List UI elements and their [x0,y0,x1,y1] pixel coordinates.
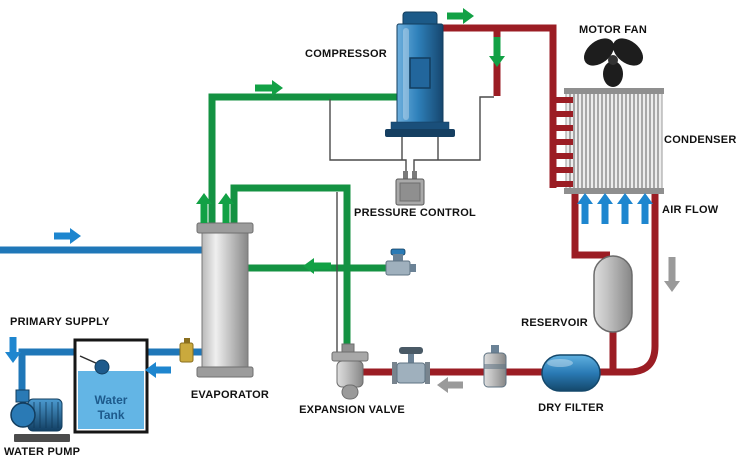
tank-wall [73,338,149,434]
high-pressure-capillary [413,96,494,179]
label-motor-fan: MOTOR FAN [578,24,648,36]
motor-fan [583,38,644,87]
fan-blade-left [583,38,615,66]
condenser-to-reservoir-pipe [571,188,610,259]
fan-blade-right [612,38,644,66]
water-tank-label: Water Tank [78,393,144,423]
label-expansion-valve: EXPANSION VALVE [299,404,405,416]
reservoir-vessel [593,255,633,333]
fitting-tab [184,338,190,345]
label-dry-filter: DRY FILTER [538,402,604,414]
water-pump [10,389,70,442]
label-compressor: COMPRESSOR [305,48,387,60]
flow-arrow-down-reservoir [664,257,680,292]
pressure-control [395,171,425,206]
liquid-flow-arrows-gray [437,257,680,393]
capillary-lines [329,96,494,353]
label-pressure-control: PRESSURE CONTROL [354,207,476,219]
expansion-valve-bottom [341,384,359,400]
float-ball [94,359,110,375]
flow-arrow-down-water [5,337,21,363]
tank-water [78,371,144,429]
pressure-control-face [399,182,421,202]
pump-base [14,434,70,442]
refrigerant-flow-arrows-green [196,8,505,274]
dry-filter-shell [541,354,601,392]
compressor [385,11,455,137]
service-valve [385,248,416,276]
compressor-highlight [403,28,409,120]
sight-glass-stem [491,345,499,355]
condenser [564,88,664,194]
tank-to-pump-pipe [18,348,78,392]
water-tank-label-line1: Water [94,393,128,407]
water-tank [73,338,149,434]
flow-arrow-up-evaporator-2 [218,193,234,223]
valve-flange-left [392,362,397,384]
expansion-valve-body [336,360,364,388]
discharge-pipe [441,24,557,188]
dry-filter [541,354,601,392]
compressor-base-lower [385,129,455,137]
service-valve-port [410,264,416,272]
expansion-valve [331,343,369,400]
label-condenser: CONDENSER [664,134,737,146]
condenser-bottom-bar [564,188,664,194]
pump-head [10,402,36,428]
water-line-fitting [179,338,194,363]
air-flow-arrow-3 [617,193,633,224]
label-reservoir: RESERVOIR [521,317,588,329]
dry-filter-highlight [547,359,573,367]
compressor-base-upper [390,121,450,131]
valve-body [396,362,426,384]
flow-arrow-up-evaporator-1 [196,193,212,223]
water-air-flow-arrows-blue [5,193,653,378]
float-arm [79,355,99,365]
expansion-valve-flange [331,351,369,362]
suction-pipe [208,93,399,226]
flow-arrow-down-discharge [489,37,505,67]
flow-arrow-right-suction [255,80,283,96]
pressure-control-stub-left [403,171,408,180]
label-air-flow: AIR FLOW [662,204,719,216]
evaporator [196,222,254,378]
label-water-pump: WATER PUMP [4,446,81,458]
valve-handle [399,347,423,354]
fan-blade-bottom [603,61,623,87]
air-flow-arrow-2 [597,193,613,224]
air-flow-arrow-4 [637,193,653,224]
sight-glass [483,345,507,388]
service-valve-body [385,260,411,276]
water-tank-label-line2: Tank [97,408,125,422]
evaporator-top-flange [196,222,254,234]
flow-arrow-right-water-inlet [54,228,81,244]
liquid-line-valve [392,347,430,384]
fitting-body [179,342,194,363]
valve-stem [408,352,414,365]
condenser-coil [550,97,573,187]
refrigerant-hot-pipes [362,24,659,376]
pressure-control-stub-right [412,171,417,180]
flow-arrow-left-liquid-line [437,377,463,393]
sight-glass-band [484,364,506,369]
pump-inlet [15,389,30,403]
fan-hub [608,55,618,65]
flow-arrow-left-liquid [303,258,331,274]
label-evaporator: EVAPORATOR [190,389,270,401]
evaporator-body [201,232,249,370]
valve-flange-right [425,362,430,384]
compressor-plate [409,57,431,89]
flow-arrow-right-discharge [447,8,474,24]
low-pressure-capillary [329,99,407,179]
liquid-line-pipe [362,188,659,376]
sight-glass-body [483,352,507,388]
air-flow-arrow-1 [577,193,593,224]
label-primary-supply: PRIMARY SUPPLY [10,316,110,328]
flow-arrow-left-water [145,362,171,378]
water-pipes [0,246,206,392]
evaporator-bottom-flange [196,366,254,378]
service-valve-stem [393,254,403,263]
condenser-top-bar [564,88,664,94]
